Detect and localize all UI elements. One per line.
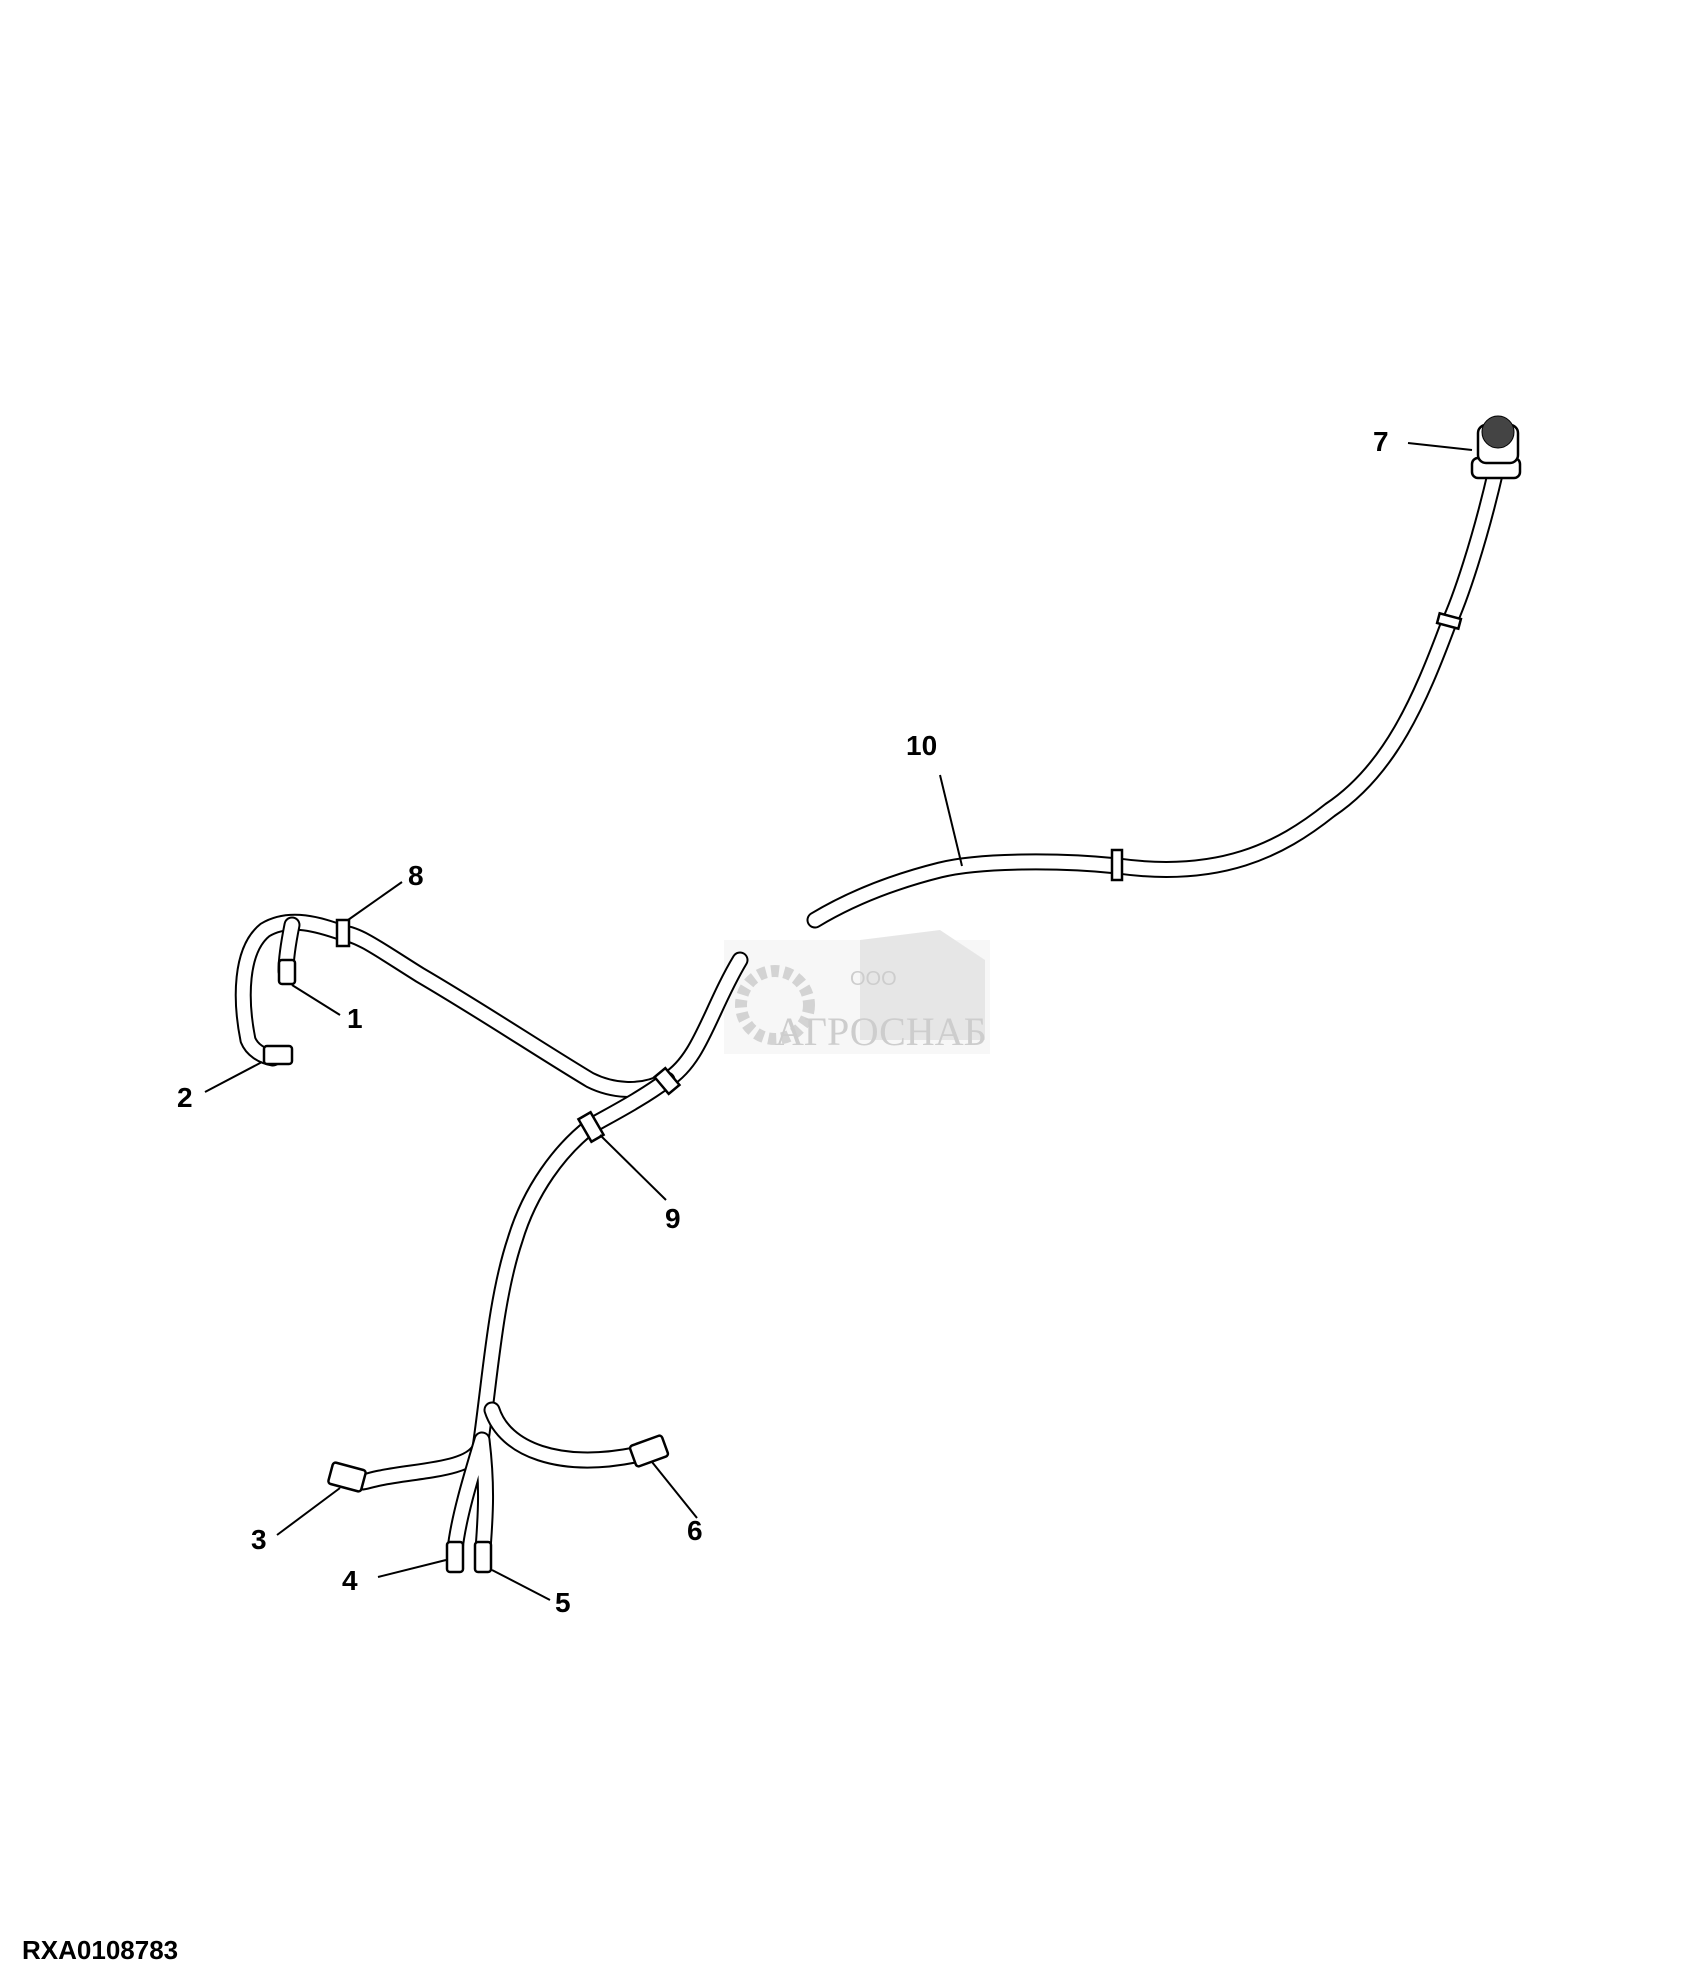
callout-9: 9 — [665, 1203, 681, 1234]
clamps — [335, 611, 1463, 1144]
callout-2: 2 — [177, 1082, 193, 1113]
watermark-logo: ООО АГРОСНАБ — [724, 930, 990, 1054]
callout-6: 6 — [687, 1515, 703, 1546]
connector-5-icon — [473, 1540, 493, 1574]
callout-1: 1 — [347, 1003, 363, 1034]
connector-1-icon — [277, 958, 297, 986]
connector-7-round-icon — [1470, 415, 1522, 480]
connector-4-icon — [445, 1540, 465, 1574]
watermark-name-text: АГРОСНАБ — [775, 1009, 987, 1054]
callout-3: 3 — [251, 1524, 267, 1555]
connector-2-icon — [262, 1044, 294, 1066]
callout-5: 5 — [555, 1587, 571, 1618]
connectors — [262, 415, 1522, 1574]
callout-4: 4 — [342, 1565, 358, 1596]
callout-10: 10 — [906, 730, 937, 761]
connector-3-icon — [327, 1461, 367, 1493]
watermark-small-text: ООО — [850, 968, 897, 990]
figure-id: RXA0108783 — [22, 1935, 179, 1965]
callout-labels: 1 2 3 4 5 6 7 8 9 10 — [177, 426, 1389, 1618]
connector-6-icon — [628, 1434, 670, 1468]
callout-7: 7 — [1373, 426, 1389, 457]
callout-8: 8 — [408, 860, 424, 891]
callout-leaders — [204, 442, 1473, 1601]
